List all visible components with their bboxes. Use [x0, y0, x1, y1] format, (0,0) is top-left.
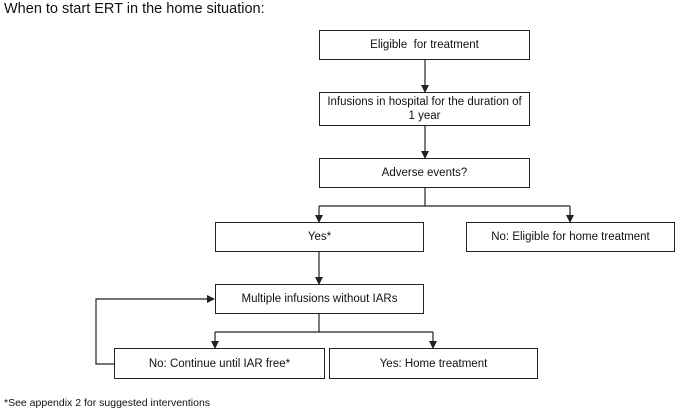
node-yes: Yes*	[215, 222, 424, 252]
node-label: Yes: Home treatment	[379, 357, 488, 370]
node-yes-home-treatment: Yes: Home treatment	[329, 348, 538, 379]
node-eligible-for-treatment: Eligible for treatment	[319, 30, 530, 60]
footnote: *See appendix 2 for suggested interventi…	[4, 397, 211, 409]
node-infusions-in-hospital: Infusions in hospital for the duration o…	[319, 92, 530, 126]
node-label: No: Continue until IAR free*	[148, 357, 291, 370]
arrow-loop-back-to-multiple	[95, 295, 215, 365]
node-label: Yes*	[307, 231, 332, 243]
node-label: Adverse events?	[381, 167, 468, 179]
page-title: When to start ERT in the home situation:	[4, 1, 265, 17]
node-label: Eligible for treatment	[370, 39, 479, 51]
node-label: No: Eligible for home treatment	[491, 231, 650, 243]
node-no-eligible-home-treatment: No: Eligible for home treatment	[466, 222, 675, 252]
node-no-continue-until-iar-free: No: Continue until IAR free*	[114, 348, 325, 379]
node-label: Multiple infusions without IARs	[241, 293, 398, 305]
node-label: Infusions in hospital for the duration o…	[327, 96, 522, 122]
node-adverse-events: Adverse events?	[319, 158, 530, 188]
node-multiple-infusions: Multiple infusions without IARs	[215, 284, 424, 314]
